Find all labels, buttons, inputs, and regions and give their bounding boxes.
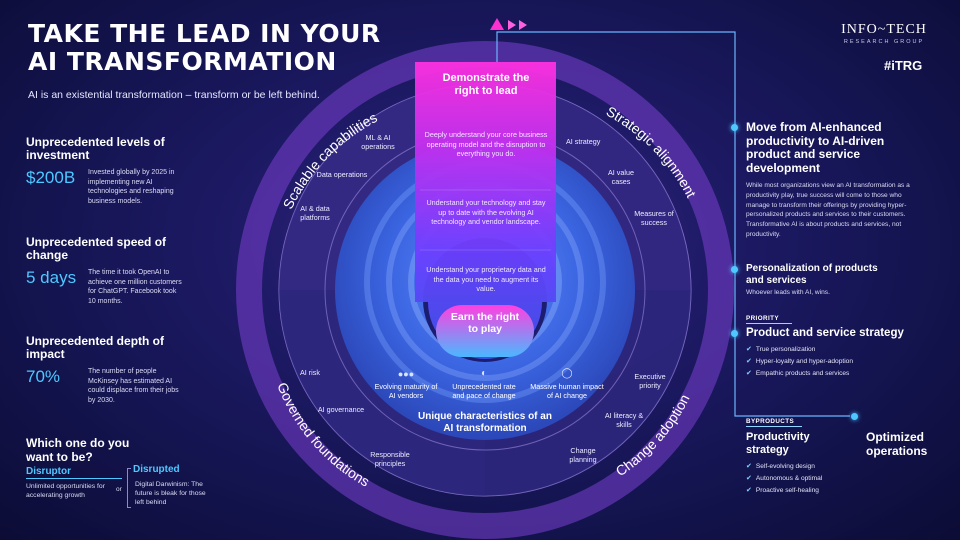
choice-question: Which one do you want to be? (26, 436, 130, 464)
stat-description: Invested globally by 2025 in implementin… (88, 169, 175, 205)
characteristic-label: Massive human impact of AI change (530, 382, 604, 400)
characteristic-label: Unprecedented rate and pace of change (452, 382, 516, 400)
byproducts-tag: BYPRODUCTS (746, 418, 802, 427)
ring-item-ai-data-platforms: AI & data platforms (300, 204, 330, 222)
disruptor-underline (26, 478, 122, 479)
ring-item-ml-ai-operations: ML & AI operations (361, 133, 395, 151)
timeline-dot (731, 330, 738, 337)
personalization-sub: Whoever leads with AI, wins. (746, 289, 830, 296)
ring-item-ai-governance: AI governance (317, 405, 365, 414)
stat-description: The time it took OpenAI to achieve one m… (88, 269, 182, 305)
stat-heading: Unprecedented depth of impact (26, 334, 165, 361)
timeline-dot (731, 266, 738, 273)
ring-item-ai-value-cases: AI value cases (608, 168, 634, 186)
stat-value: 70% (26, 367, 61, 386)
check-icon: ✔ (746, 487, 752, 494)
ring-item-executive-priority: Executive priority (634, 372, 666, 390)
disrupted-description: Digital Darwinism: The future is bleak f… (135, 481, 206, 506)
stat-value: $200B (26, 168, 76, 187)
characteristic-item: ●●● Evolving maturity of AI vendors (371, 369, 441, 400)
disruptor-title: Disruptor (26, 466, 71, 477)
brand-hashtag: #iTRG (884, 58, 923, 73)
list-item: ✔Autonomous & optimal (746, 475, 823, 482)
page-title-line-2: AI TRANSFORMATION (28, 47, 337, 76)
check-icon: ✔ (746, 370, 752, 377)
characteristic-item: ◐ Unprecedented rate and pace of change (446, 369, 522, 400)
stat-description: The number of people McKinsey has estima… (88, 368, 179, 404)
page-title-line-1: TAKE THE LEAD IN YOUR (28, 19, 381, 48)
arrow-text-data: Understand your proprietary data and the… (426, 265, 546, 293)
ring-item-ai-literacy-skills: AI literacy & skills (604, 411, 644, 429)
check-icon: ✔ (746, 358, 752, 365)
connector-triangle (519, 20, 527, 30)
optimized-operations: Optimized operations (866, 430, 928, 458)
disruptor-description: Unlimited opportunities for accelerating… (26, 483, 105, 499)
arrow-text-technology: Understand your technology and stay up t… (426, 198, 546, 226)
byproducts-heading: Productivity strategy (746, 431, 810, 456)
check-icon: ✔ (746, 346, 752, 353)
earn-right-to-play: Earn the right to play (450, 311, 520, 335)
priority-list: ✔True personalization ✔Hyper-loyalty and… (746, 344, 853, 380)
stat-block-impact: Unprecedented depth of impact 70% The nu… (26, 335, 226, 405)
outer-ring (236, 41, 734, 539)
list-item: ✔True personalization (746, 346, 816, 353)
brand-logo-sub: RESEARCH GROUP (843, 39, 925, 45)
list-item: ✔Empathic products and services (746, 370, 850, 377)
characteristic-item: ◯ Massive human impact of AI change (530, 369, 604, 400)
disrupted-bracket (127, 468, 131, 508)
or-label: or (116, 486, 122, 493)
center-title: Unique characteristics of an AI transfor… (418, 411, 552, 434)
timeline-dot (851, 413, 858, 420)
stat-heading: Unprecedented levels of investment (26, 135, 165, 162)
stat-block-investment: Unprecedented levels of investment $200B… (26, 136, 226, 206)
main-heading: Move from AI-enhanced productivity to AI… (746, 120, 885, 175)
byproducts-list: ✔Self-evolving design ✔Autonomous & opti… (746, 461, 822, 497)
stat-heading: Unprecedented speed of change (26, 235, 167, 262)
ring-item-responsible-principles: Responsible principles (370, 450, 410, 468)
check-icon: ✔ (746, 463, 752, 470)
earn-right-pill (436, 305, 534, 357)
main-body: While most organizations view an AI tran… (746, 182, 910, 238)
arrow-text-business: Deeply understand your core business ope… (424, 130, 548, 158)
disrupted-title: Disrupted (133, 464, 180, 475)
demonstrate-right-to-lead: Demonstrate the right to lead (442, 72, 530, 97)
connector-triangle (508, 20, 516, 30)
ring-item-ai-risk: AI risk (300, 368, 320, 377)
impact-icon: ◯ (561, 368, 573, 379)
page-subtitle: AI is an existential transformation – tr… (28, 89, 320, 101)
ring-item-change-planning: Change planning (569, 446, 597, 464)
ring-item-ai-strategy: AI strategy (566, 137, 601, 146)
brand-logo: INFO~TECH RESEARCH GROUP (830, 22, 938, 45)
stat-block-speed: Unprecedented speed of change 5 days The… (26, 236, 226, 306)
characteristic-label: Evolving maturity of AI vendors (374, 382, 438, 400)
stat-value: 5 days (26, 268, 77, 287)
timeline-dot (731, 124, 738, 131)
list-item: ✔Hyper-loyalty and hyper-adoption (746, 358, 854, 365)
ring-item-data-operations: Data operations (316, 170, 368, 179)
people-icon: ●●● (397, 369, 415, 379)
personalization-heading: Personalization of products and services (746, 263, 878, 286)
lead-arrow (415, 62, 556, 359)
gauge-icon: ◐ (480, 368, 488, 379)
brand-logo-name: INFO~TECH (841, 22, 927, 37)
priority-tag: PRIORITY (746, 315, 792, 324)
list-item: ✔Proactive self-healing (746, 487, 819, 494)
list-item: ✔Self-evolving design (746, 463, 815, 470)
check-icon: ✔ (746, 475, 752, 482)
connector-line (496, 31, 850, 417)
priority-heading: Product and service strategy (746, 327, 904, 339)
ring-item-measures-of-success: Measures of success (634, 209, 674, 227)
connector-arrowhead (490, 18, 504, 30)
